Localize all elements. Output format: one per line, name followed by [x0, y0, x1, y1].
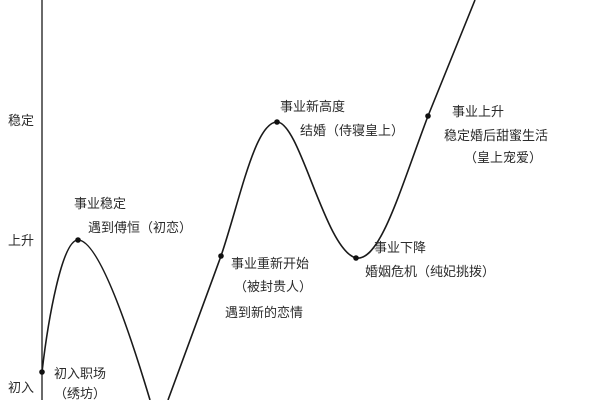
label-dip-line1: 事业下降 [374, 241, 427, 256]
y-tick-entry: 初入 [8, 381, 35, 396]
label-restart-line2: （被封贵人） [234, 280, 313, 295]
marker-peak1 [75, 237, 81, 243]
label-rise-line3: （皇上宠爱） [464, 151, 543, 166]
marker-dip [353, 255, 359, 261]
y-tick-rising: 上升 [8, 234, 35, 249]
label-rise-line2: 稳定婚后甜蜜生活 [444, 129, 549, 144]
marker-peak2 [274, 119, 280, 125]
label-restart-line1: 事业重新开始 [231, 257, 310, 272]
label-start-line1: 初入职场 [54, 367, 107, 382]
marker-rise [425, 113, 431, 119]
label-peak1-line1: 事业稳定 [74, 197, 127, 212]
label-peak2-line1: 事业新高度 [280, 100, 346, 115]
label-peak2-line2: 结婚（侍寝皇上） [300, 124, 405, 139]
label-restart-line3: 遇到新的恋情 [225, 306, 304, 321]
marker-restart [218, 253, 224, 259]
label-peak1-line2: 遇到傅恒（初恋） [88, 221, 193, 236]
y-tick-stable: 稳定 [8, 114, 35, 129]
label-dip-line2: 婚姻危机（纯妃挑拨） [365, 265, 496, 280]
label-start-line2: （绣坊） [54, 387, 107, 402]
marker-start [39, 369, 45, 375]
label-rise-line1: 事业上升 [452, 105, 505, 120]
